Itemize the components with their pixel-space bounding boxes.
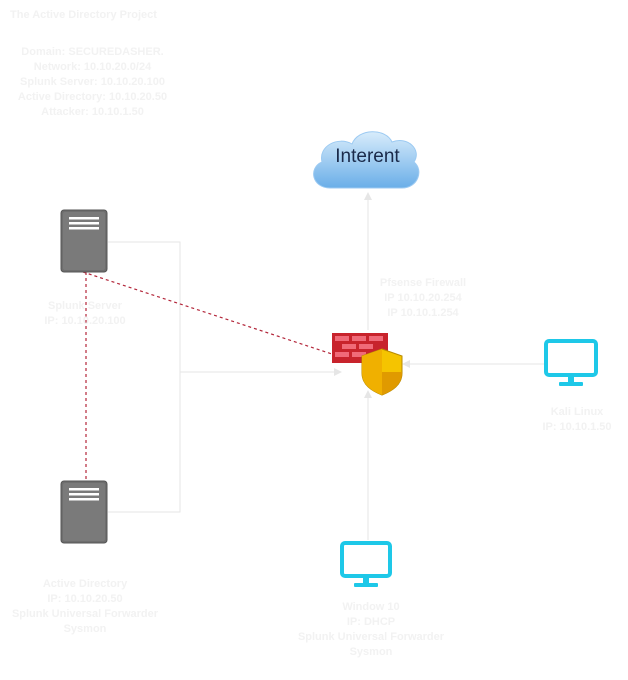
kali-name: Kali Linux bbox=[550, 406, 604, 418]
splunk-server-icon bbox=[60, 209, 108, 273]
firewall-ip-lan: IP 10.10.20.254 bbox=[384, 292, 462, 304]
kali-ip: IP: 10.10.1.50 bbox=[542, 421, 612, 433]
firewall-name: Pfsense Firewall bbox=[379, 277, 467, 289]
windows-forwarder: Splunk Universal Forwarder bbox=[297, 631, 445, 643]
windows-ip: IP: DHCP bbox=[346, 616, 396, 628]
info-block: Domain: SECUREDASHER. Network: 10.10.20.… bbox=[0, 45, 185, 120]
active-directory-label: Active Directory IP: 10.10.20.50 Splunk … bbox=[0, 577, 170, 637]
arrow-to-firewall-right bbox=[402, 360, 410, 368]
info-network: Network: 10.10.20.0/24 bbox=[33, 61, 152, 73]
arrow-to-firewall-bottom bbox=[364, 390, 372, 398]
internet-label: Interent bbox=[335, 146, 400, 167]
info-splunk: Splunk Server: 10.10.20.100 bbox=[20, 76, 165, 88]
connector-splunk-to-bus bbox=[108, 241, 181, 513]
kali-label: Kali Linux IP: 10.10.1.50 bbox=[510, 405, 628, 435]
splunk-server-ip: IP: 10.10.20.100 bbox=[44, 315, 126, 327]
windows-label: Window 10 IP: DHCP Splunk Universal Forw… bbox=[286, 600, 456, 660]
firewall-label: Pfsense Firewall IP 10.10.20.254 IP 10.1… bbox=[358, 276, 488, 321]
ad-sysmon: Sysmon bbox=[63, 623, 107, 635]
ad-name: Active Directory bbox=[42, 578, 128, 590]
firewall-ip-wan: IP 10.10.1.254 bbox=[387, 307, 459, 319]
splunk-server-name: Splunk Server bbox=[48, 300, 122, 312]
windows-monitor-icon bbox=[340, 541, 392, 587]
arrow-to-internet bbox=[364, 192, 372, 200]
kali-monitor-icon bbox=[544, 339, 598, 386]
dashed-links bbox=[82, 271, 336, 482]
firewall-shield-icon bbox=[332, 333, 403, 396]
diagram-title: The Active Directory Project bbox=[10, 9, 157, 21]
cloud-icon bbox=[313, 131, 420, 189]
info-attacker: Attacker: 10.10.1.50 bbox=[41, 106, 144, 118]
ad-forwarder: Splunk Universal Forwarder bbox=[11, 608, 159, 620]
arrow-to-firewall-left bbox=[334, 368, 342, 376]
info-domain: Domain: SECUREDASHER. bbox=[21, 46, 164, 58]
ad-ip: IP: 10.10.20.50 bbox=[47, 593, 123, 605]
windows-name: Window 10 bbox=[342, 601, 400, 613]
arrowheads bbox=[334, 192, 410, 398]
connector-lines bbox=[108, 196, 545, 540]
info-ad: Active Directory: 10.10.20.50 bbox=[17, 91, 168, 103]
splunk-server-label: Splunk Server IP: 10.10.20.100 bbox=[20, 299, 150, 329]
windows-sysmon: Sysmon bbox=[349, 646, 393, 658]
active-directory-server-icon bbox=[60, 480, 108, 544]
dashed-link-splunk-to-firewall bbox=[82, 271, 336, 356]
